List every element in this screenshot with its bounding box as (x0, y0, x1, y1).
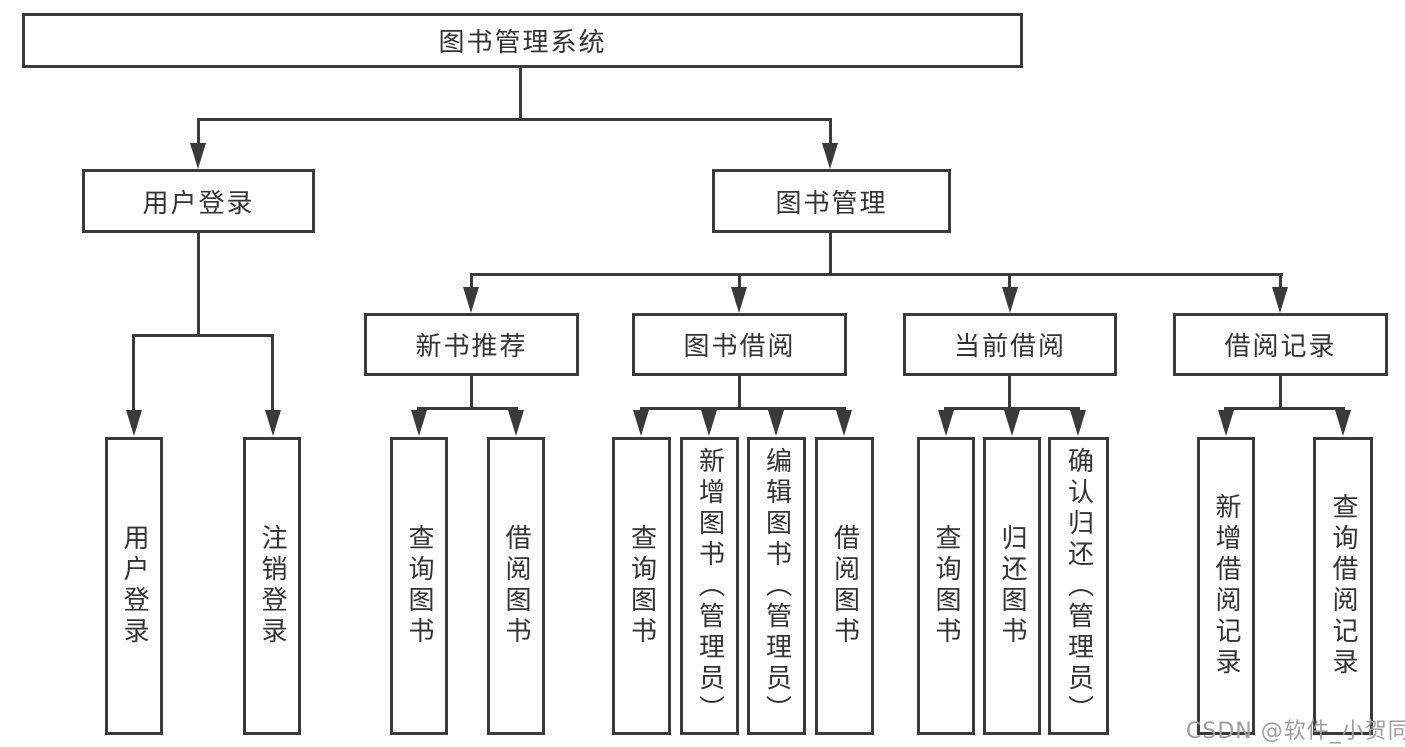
leaf-confirm-return-admin: 确认归还（管理员） (1048, 437, 1109, 735)
edge-to-new-book (470, 273, 473, 288)
leaf-label: 查询图书 (626, 524, 657, 648)
leaf-borrow-books-2: 借阅图书 (815, 437, 874, 735)
arrowhead-down-icon (126, 410, 142, 436)
csdn-watermark: CSDN @软件_小贺同学 (1186, 719, 1405, 744)
leaf-label: 查询图书 (931, 524, 961, 648)
leaf-label: 借阅图书 (829, 524, 860, 648)
arrowhead-down-icon (768, 410, 784, 436)
leaf-query-books-2: 查询图书 (612, 437, 671, 735)
edge-book-mgmt-stem (829, 233, 832, 273)
edge-borrow-records-stem (1279, 376, 1282, 407)
edge-root-bar (197, 118, 832, 121)
edge-to-current-borrow (1008, 273, 1011, 288)
edge-current-borrow-bar (944, 407, 1080, 410)
arrowhead-down-icon (1070, 410, 1086, 436)
leaf-label: 查询图书 (404, 524, 434, 648)
node-current-borrow: 当前借阅 (903, 313, 1117, 376)
arrowhead-down-icon (190, 143, 206, 169)
arrowhead-down-icon (822, 143, 838, 169)
edge-new-book-stem (470, 376, 473, 407)
edge-user-login-stem (197, 233, 200, 334)
arrowhead-down-icon (411, 410, 427, 436)
arrowhead-down-icon (265, 410, 281, 436)
leaf-borrow-books-1: 借阅图书 (487, 437, 545, 735)
leaf-user-login: 用户登录 (105, 437, 163, 735)
leaf-query-books-3: 查询图书 (917, 437, 975, 735)
node-book-borrow: 图书借阅 (632, 313, 847, 376)
leaf-add-books-admin: 新增图书（管理员） (680, 437, 739, 735)
edge-current-borrow-stem (1008, 376, 1011, 407)
arrowhead-down-icon (701, 410, 717, 436)
node-user-login: 用户登录 (82, 169, 315, 233)
node-borrow-records: 借阅记录 (1173, 313, 1388, 376)
edge-to-borrow-records (1279, 273, 1282, 288)
edge-root-stem (519, 68, 522, 118)
arrowhead-down-icon (1218, 410, 1234, 436)
arrowhead-down-icon (938, 410, 954, 436)
arrowhead-down-icon (836, 410, 852, 436)
leaf-query-books-1: 查询图书 (390, 437, 448, 735)
node-book-mgmt: 图书管理 (712, 169, 951, 233)
leaf-label: 新增借阅记录 (1211, 493, 1241, 679)
leaf-label: 注销登录 (257, 524, 287, 648)
leaf-label: 归还图书 (997, 524, 1027, 648)
edge-to-user-login (197, 118, 200, 145)
node-root: 图书管理系统 (22, 13, 1023, 68)
arrowhead-down-icon (633, 410, 649, 436)
leaf-query-borrow-record: 查询借阅记录 (1313, 437, 1373, 735)
arrowhead-down-icon (731, 287, 747, 313)
leaf-add-borrow-record: 新增借阅记录 (1197, 437, 1255, 735)
leaf-label: 编辑图书（管理员） (761, 446, 792, 726)
leaf-logout: 注销登录 (243, 437, 301, 735)
arrowhead-down-icon (463, 287, 479, 313)
edge-user-login-bar (132, 334, 274, 337)
leaf-label: 查询借阅记录 (1328, 493, 1358, 679)
edge-new-book-bar (417, 407, 518, 410)
leaf-label: 新增图书（管理员） (694, 446, 725, 726)
arrowhead-down-icon (1335, 410, 1351, 436)
edge-to-login-leaf (132, 334, 135, 410)
edge-to-logout-leaf (271, 334, 274, 410)
arrowhead-down-icon (508, 410, 524, 436)
edge-to-book-mgmt (829, 118, 832, 145)
leaf-edit-books-admin: 编辑图书（管理员） (747, 437, 806, 735)
leaf-label: 借阅图书 (501, 524, 531, 648)
edge-to-book-borrow (738, 273, 741, 288)
leaf-label: 确认归还（管理员） (1063, 446, 1094, 726)
arrowhead-down-icon (1002, 287, 1018, 313)
leaf-return-books: 归还图书 (983, 437, 1041, 735)
edge-book-mgmt-bar (470, 273, 1283, 276)
arrowhead-down-icon (1004, 410, 1020, 436)
edge-borrow-records-bar (1224, 407, 1345, 410)
edge-book-borrow-bar (640, 407, 846, 410)
node-new-book-recommend: 新书推荐 (364, 313, 579, 376)
leaf-label: 用户登录 (119, 524, 149, 648)
arrowhead-down-icon (1272, 287, 1288, 313)
edge-book-borrow-stem (738, 376, 741, 407)
